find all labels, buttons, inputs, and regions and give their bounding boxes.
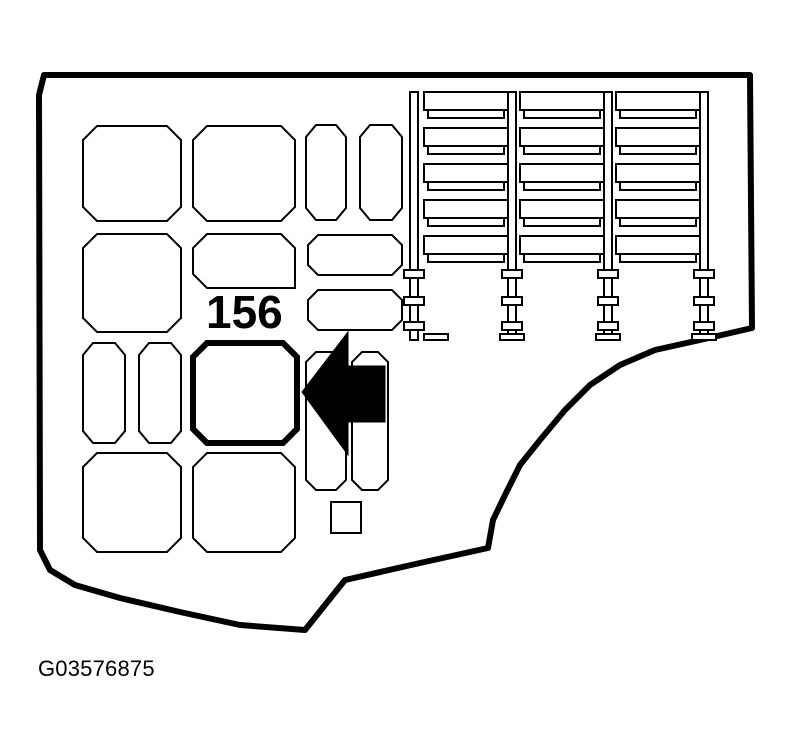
rail-tab-2-2 — [501, 296, 523, 306]
blade-fuse-1-3 — [615, 91, 701, 111]
rail-tab-2-1 — [501, 269, 523, 279]
blade-fuse-5-2 — [519, 235, 605, 255]
blade-fuse-4-2 — [519, 199, 605, 219]
blade-fuse-5-1 — [423, 235, 509, 255]
rail-foot-3 — [595, 333, 621, 341]
rail-tab-4-1 — [693, 269, 715, 279]
rail-tab-4-2 — [693, 296, 715, 306]
blade-fuse-base-5-3 — [619, 253, 697, 263]
blade-fuse-base-4-2 — [523, 217, 601, 227]
fuse-panel — [403, 91, 717, 341]
blade-fuse-2-1 — [423, 127, 509, 147]
callout-number: 156 — [206, 286, 283, 338]
blade-fuse-2-2 — [519, 127, 605, 147]
relay-socket-6 — [192, 452, 296, 553]
blade-fuse-1-2 — [519, 91, 605, 111]
rail-tab-3-3 — [597, 321, 619, 331]
blade-fuse-2-3 — [615, 127, 701, 147]
relay-socket-1 — [82, 125, 182, 222]
rail-tab-1-3 — [403, 321, 425, 331]
relay-socket-2 — [192, 125, 296, 222]
blade-fuse-base-4-1 — [427, 217, 505, 227]
figure-id: G03576875 — [38, 656, 155, 681]
horizontal-socket-2 — [307, 289, 403, 331]
narrow-socket-4 — [138, 342, 182, 444]
blade-fuse-3-3 — [615, 163, 701, 183]
blade-fuse-base-2-1 — [427, 145, 505, 155]
blade-fuse-3-2 — [519, 163, 605, 183]
fuse-rail-1 — [409, 91, 419, 341]
blade-fuse-1-1 — [423, 91, 509, 111]
blade-fuse-base-1-2 — [523, 109, 601, 119]
rail-tab-2-3 — [501, 321, 523, 331]
pointer-arrow — [301, 330, 386, 457]
rail-foot-4 — [691, 333, 717, 341]
blade-fuse-4-1 — [423, 199, 509, 219]
rail-tab-4-3 — [693, 321, 715, 331]
blade-fuse-base-1-3 — [619, 109, 697, 119]
blade-fuse-base-3-3 — [619, 181, 697, 191]
rail-foot-2 — [499, 333, 525, 341]
blade-fuse-base-1-1 — [427, 109, 505, 119]
blade-fuse-base-4-3 — [619, 217, 697, 227]
relay-socket-4 — [192, 233, 296, 289]
narrow-socket-1 — [305, 124, 347, 221]
horizontal-socket-1 — [307, 234, 403, 276]
relay-socket-3 — [82, 233, 182, 333]
rail-foot-1 — [423, 333, 449, 341]
relay-socket-5 — [82, 452, 182, 553]
rail-tab-1-1 — [403, 269, 425, 279]
blade-fuse-5-3 — [615, 235, 701, 255]
component-156-highlighted — [190, 340, 300, 446]
rail-tab-1-2 — [403, 296, 425, 306]
blade-fuse-base-3-1 — [427, 181, 505, 191]
blade-fuse-base-2-2 — [523, 145, 601, 155]
blade-fuse-3-1 — [423, 163, 509, 183]
blade-fuse-base-5-1 — [427, 253, 505, 263]
rail-tab-3-2 — [597, 296, 619, 306]
narrow-socket-3 — [82, 342, 126, 444]
narrow-socket-2 — [359, 124, 403, 221]
blade-fuse-4-3 — [615, 199, 701, 219]
blade-fuse-base-2-3 — [619, 145, 697, 155]
blade-fuse-base-5-2 — [523, 253, 601, 263]
rail-tab-3-1 — [597, 269, 619, 279]
small-square-socket — [330, 501, 362, 534]
blade-fuse-base-3-2 — [523, 181, 601, 191]
